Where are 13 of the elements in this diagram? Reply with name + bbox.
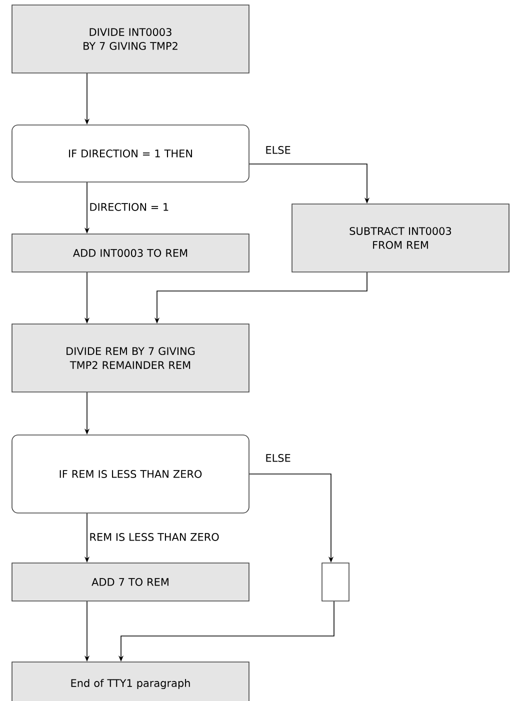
edge-label: ELSE xyxy=(264,453,292,463)
process-box: ADD 7 TO REM xyxy=(12,562,250,602)
edge-label: DIRECTION = 1 xyxy=(88,202,170,212)
process-box: SUBTRACT INT0003 FROM REM xyxy=(292,204,510,272)
process-box: End of TTY1 paragraph xyxy=(12,662,250,701)
decision-box: IF DIRECTION = 1 THEN xyxy=(12,124,250,182)
process-box: DIVIDE REM BY 7 GIVING TMP2 REMAINDER REM xyxy=(12,324,250,392)
process-box: DIVIDE INT0003 BY 7 GIVING TMP2 xyxy=(12,4,250,74)
decision-box: IF REM IS LESS THAN ZERO xyxy=(12,434,250,514)
edge-label: REM IS LESS THAN ZERO xyxy=(88,532,220,542)
empty-box xyxy=(322,562,350,602)
edge-label: ELSE xyxy=(264,145,292,155)
process-box: ADD INT0003 TO REM xyxy=(12,234,250,272)
